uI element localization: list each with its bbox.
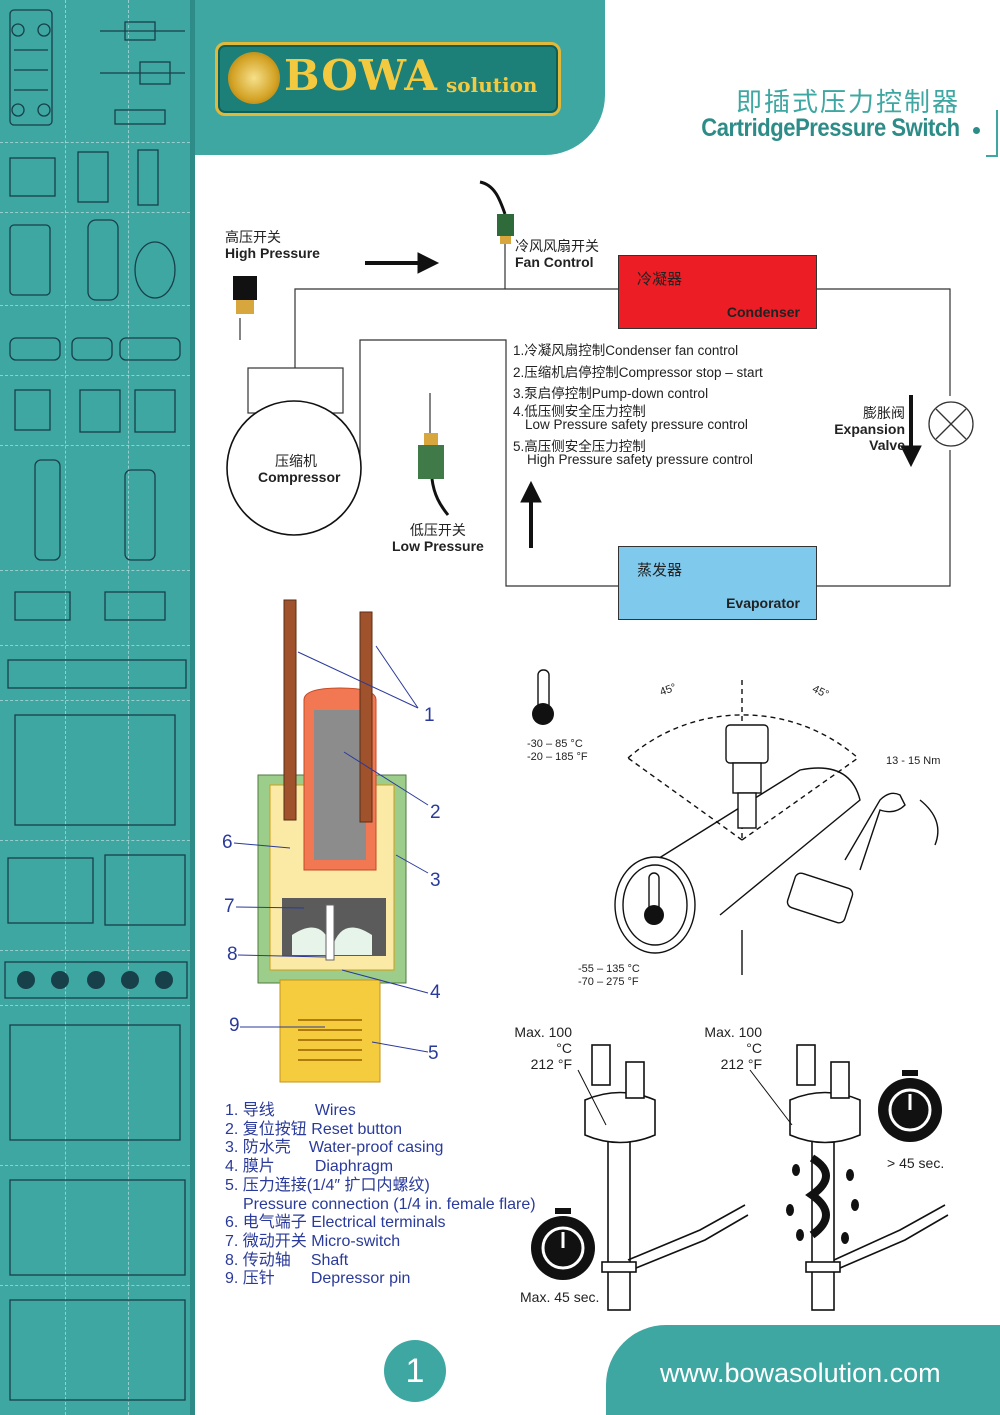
callout-4: 4: [430, 982, 441, 1003]
legend-row: Pressure connection (1/4 in. female flar…: [243, 1195, 536, 1213]
brand-logo: BOWA solution: [215, 42, 561, 116]
switch-temp-range: -30 – 85 °C-20 – 185 °F: [527, 738, 588, 763]
refrigeration-loop: [239, 240, 951, 587]
condenser-box: 冷凝器 Condenser: [618, 255, 817, 329]
legend-row: 7. 微动开关 Micro-switch: [225, 1233, 401, 1251]
brand-sub: solution: [446, 73, 538, 97]
solder-right-drawing: [749, 1044, 949, 1311]
low-pressure-switch-icon: [418, 433, 450, 516]
pipe-temp-range: -55 – 135 °C-70 – 275 °F: [578, 963, 640, 988]
callout-3: 3: [430, 870, 441, 891]
sidebar-product-sketches: [4, 9, 188, 1401]
fan-control-switch-icon: [479, 180, 514, 244]
callout-8: 8: [227, 944, 238, 965]
torque-label: 13 - 15 Nm: [886, 755, 941, 767]
callout-1: 1: [424, 705, 435, 726]
callout-leaders: [233, 645, 429, 1053]
stopwatch-right-icon: [878, 1070, 942, 1142]
pipe-thermometer-icon: [644, 872, 664, 925]
legend-row: 2. 复位按钮 Reset button: [225, 1120, 402, 1138]
solder-left-drawing: [577, 1044, 749, 1311]
website-url[interactable]: www.bowasolution.com: [660, 1358, 941, 1388]
expansion-valve-icon: [928, 401, 974, 447]
switch-thermometer-icon: [532, 669, 554, 725]
callout-9: 9: [229, 1015, 240, 1036]
function-list: 1.冷凝风扇控制Condenser fan control 2.压缩机启停控制C…: [513, 343, 763, 468]
water-drops-icon: [786, 1164, 859, 1244]
evaporator-box: 蒸发器 Evaporator: [618, 546, 817, 620]
right-time-limit: > 45 sec.: [887, 1155, 945, 1171]
installation-drawing: [614, 680, 939, 975]
title-bullet-icon: [973, 127, 980, 134]
title-corner-rule: [986, 110, 998, 157]
footer-band: [606, 1325, 1000, 1415]
sidebar-catalog: [0, 0, 195, 1415]
callout-5: 5: [428, 1043, 439, 1064]
callout-2: 2: [430, 802, 441, 823]
high-pressure-switch-icon: [233, 276, 257, 314]
page-title-cn: 即插式压力控制器: [735, 87, 960, 117]
callout-7: 7: [224, 896, 235, 917]
page-title-en: CartridgePressure Switch: [701, 114, 961, 142]
sidebar-edge-strip: [190, 0, 195, 1415]
cutaway-switch-drawing: [257, 599, 407, 1083]
legend-row: 6. 电气端子 Electrical terminals: [225, 1214, 446, 1232]
compressor-circle: [226, 400, 362, 536]
left-time-limit: Max. 45 sec.: [520, 1289, 600, 1305]
page-number: 1: [384, 1340, 446, 1402]
logo-emblem-icon: [228, 52, 280, 104]
legend-row: 5. 压力连接(1/4″ 扩口内螺纹): [225, 1176, 430, 1194]
stopwatch-left-icon: [531, 1208, 595, 1280]
callout-6: 6: [222, 832, 233, 853]
brand-name: BOWA: [284, 51, 438, 100]
flow-arrows: [365, 252, 922, 548]
